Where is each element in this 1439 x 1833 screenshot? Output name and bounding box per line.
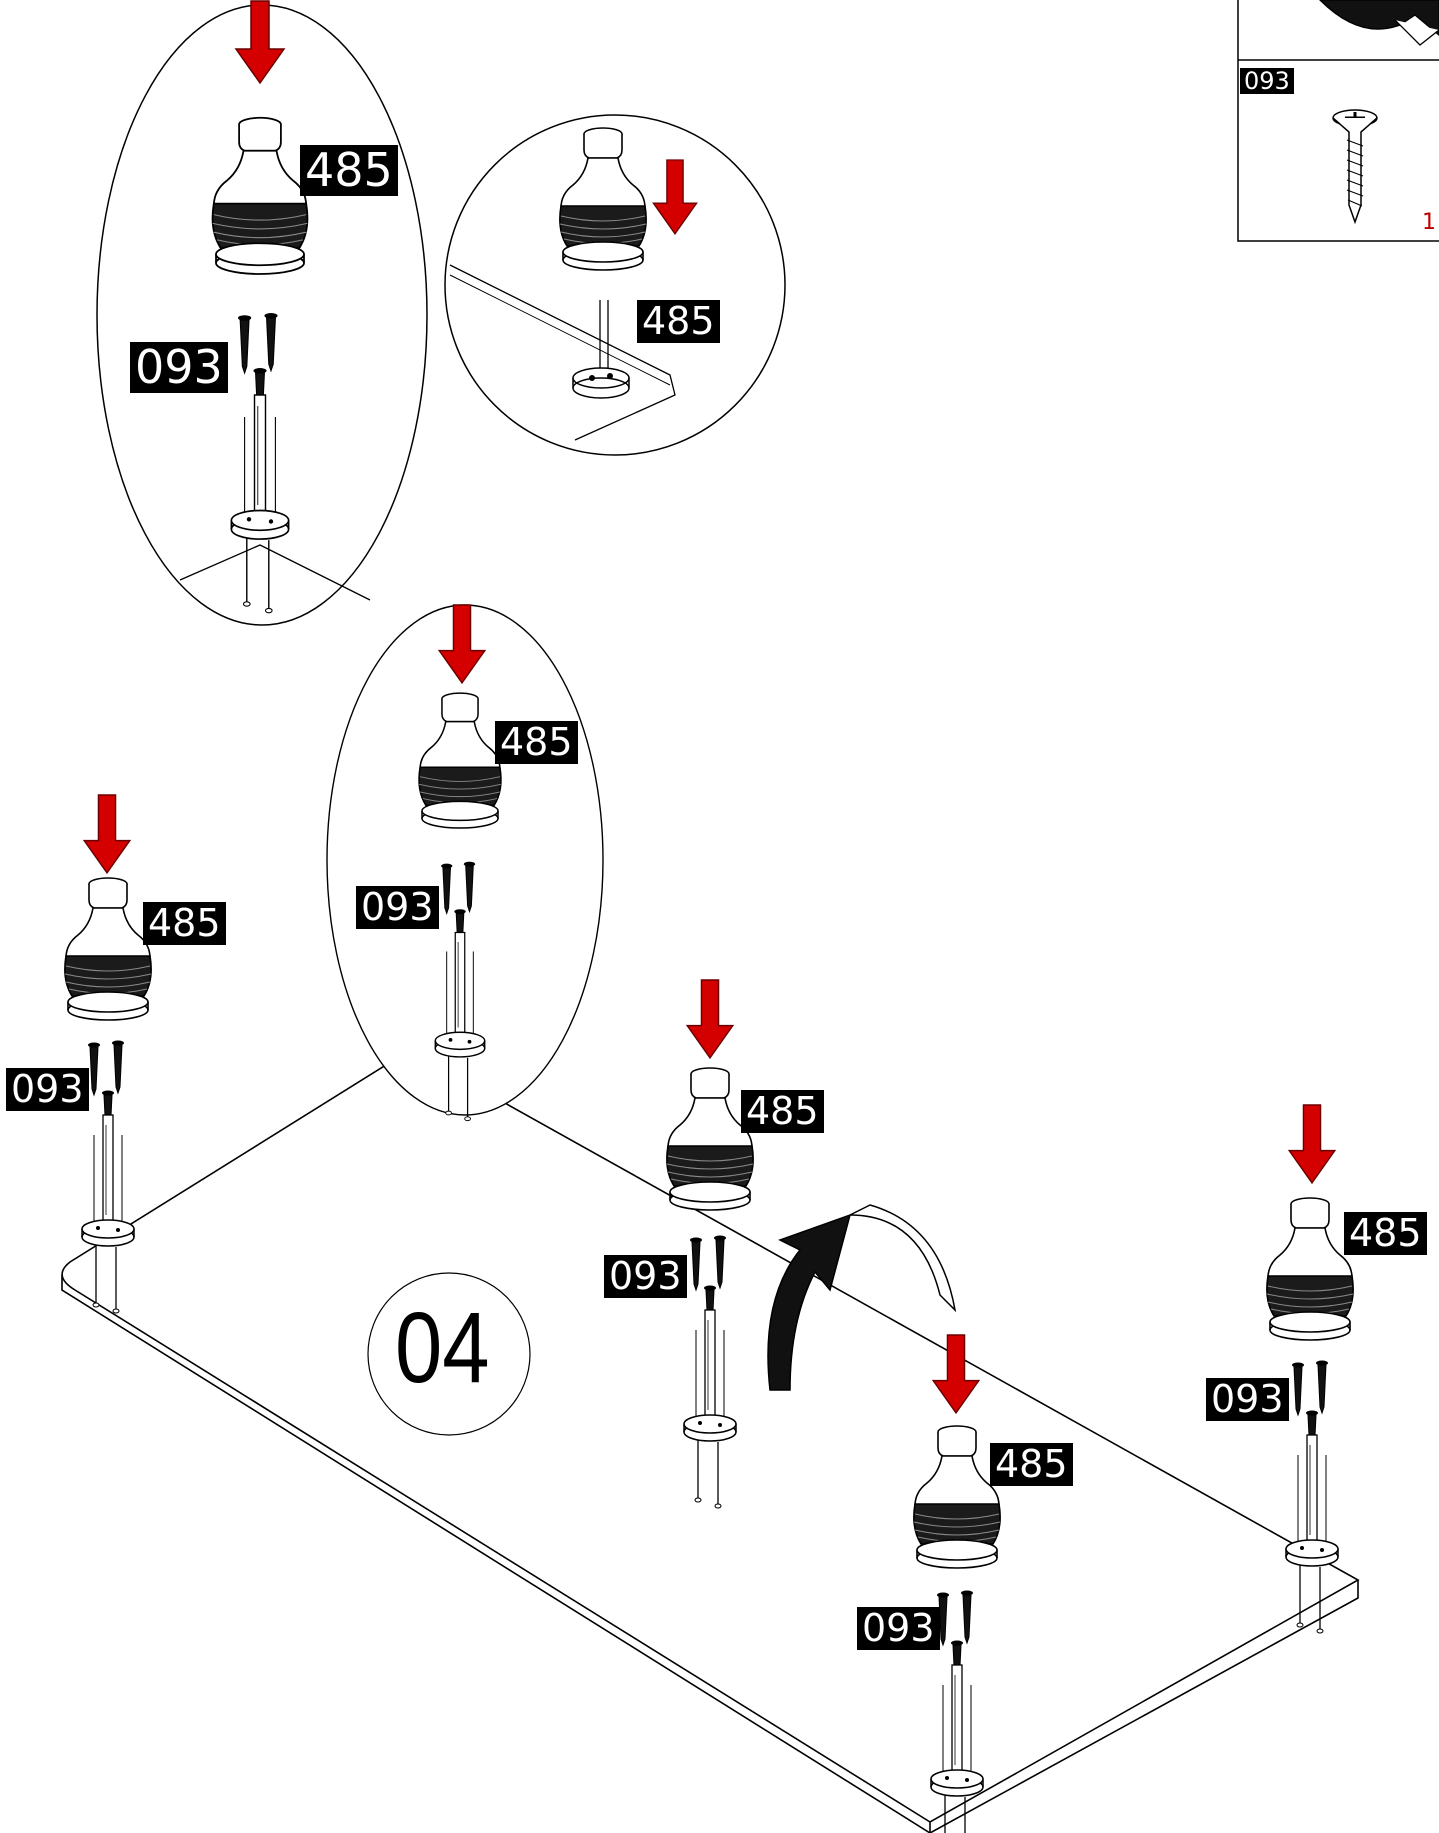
previous-part-icon (1319, 0, 1439, 46)
part-label-screw: 093 (130, 342, 228, 393)
part-label-screw: 093 (6, 1068, 89, 1111)
detail-callout-large (96, 0, 428, 626)
part-label-screw: 093 (604, 1255, 687, 1298)
hardware-panel (1237, 0, 1439, 242)
detail-callout-round (444, 114, 786, 456)
part-label-screw: 093 (1206, 1378, 1289, 1421)
part-label-leg: 485 (741, 1090, 824, 1133)
part-label-screw: 093 (356, 886, 439, 929)
hardware-panel-screw-code: 093 (1240, 68, 1294, 94)
step-number: 04 (395, 1292, 490, 1404)
part-label-leg: 485 (143, 902, 226, 945)
part-label-leg: 485 (495, 721, 578, 764)
part-label-leg: 485 (990, 1443, 1073, 1486)
hardware-panel-quantity: 1 (1422, 210, 1436, 235)
screw-icon (1332, 109, 1378, 225)
step-number-badge (367, 1272, 531, 1436)
part-label-screw: 093 (857, 1607, 940, 1650)
part-label-leg: 485 (300, 145, 398, 196)
part-label-leg: 485 (637, 300, 720, 343)
detail-callout-center (326, 604, 604, 1121)
rotate-arrow-icon (767, 1204, 957, 1391)
part-label-leg: 485 (1344, 1212, 1427, 1255)
